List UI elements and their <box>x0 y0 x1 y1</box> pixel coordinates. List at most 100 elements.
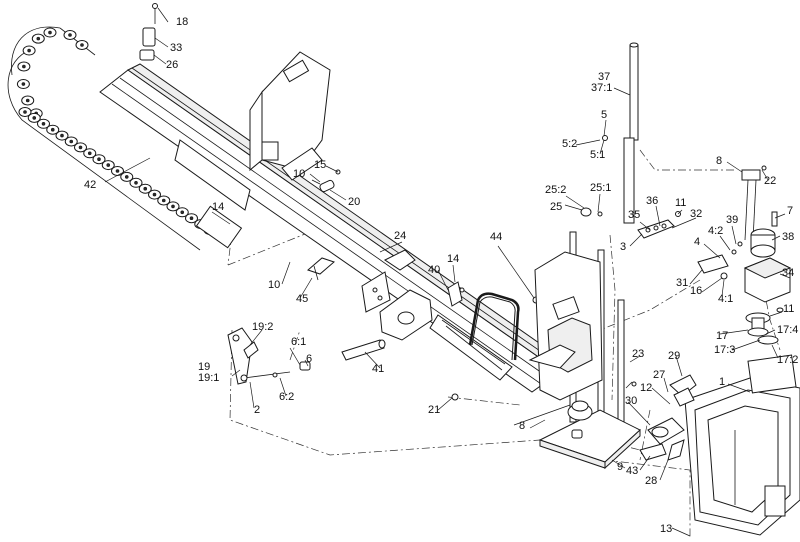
boom-rail <box>99 63 573 393</box>
leader-line <box>639 221 651 231</box>
callout-14-left: 14 <box>212 201 224 213</box>
callout-29: 29 <box>668 350 680 362</box>
vertical-tube <box>602 42 639 224</box>
leader-line <box>671 217 697 229</box>
chain-link-pin <box>60 133 64 138</box>
leader-line <box>249 329 263 346</box>
callout-23: 23 <box>632 348 644 360</box>
callout-1: 1 <box>719 376 725 388</box>
callout-17: 17 <box>716 330 728 342</box>
callout-18: 18 <box>176 16 188 28</box>
callout-5-1: 5:1 <box>590 149 605 161</box>
callout-30: 30 <box>625 395 637 407</box>
callout-7: 7 <box>787 205 793 217</box>
leader-line <box>497 245 535 299</box>
leader-line <box>663 377 669 393</box>
motor-assembly <box>743 211 792 303</box>
leader-line <box>154 37 169 48</box>
leader-line <box>249 381 255 409</box>
leader-line <box>765 329 776 335</box>
callout-21: 21 <box>428 404 440 416</box>
leader-line <box>281 261 291 285</box>
chain-link-pin <box>68 33 72 37</box>
callout-6-1: 6:1 <box>291 336 306 348</box>
leader-line <box>675 355 683 377</box>
leader-line <box>771 344 779 359</box>
chain-link-pin <box>134 181 138 185</box>
callout-38: 38 <box>782 231 794 243</box>
leader-line <box>104 157 151 183</box>
leader-line <box>437 269 449 291</box>
callout-12: 12 <box>640 382 652 394</box>
chain-link-pin <box>189 216 194 220</box>
leader-line <box>299 277 313 299</box>
bracket-31 <box>697 241 743 280</box>
leader-line <box>689 269 703 285</box>
callout-42: 42 <box>84 179 96 191</box>
leader-line <box>651 387 671 405</box>
callout-10-upper: 10 <box>293 168 305 180</box>
leader-line <box>701 277 723 293</box>
callout-6-2: 6:2 <box>279 391 294 403</box>
leader-line <box>677 209 683 215</box>
callout-45: 45 <box>296 293 308 305</box>
chain-link-pin <box>143 186 148 191</box>
callout-11-lower: 11 <box>783 303 794 315</box>
leader-line <box>231 369 241 377</box>
chain-link-pin <box>22 64 26 69</box>
chain-link-pin <box>115 169 120 173</box>
lever-assembly <box>227 327 311 385</box>
leader-line <box>597 193 601 213</box>
leader-lines <box>104 7 791 537</box>
chain-link-pin <box>50 127 55 132</box>
leader-line <box>325 165 339 173</box>
frame-cover <box>684 354 800 536</box>
callout-25-2: 25:2 <box>545 184 566 196</box>
callout-2: 2 <box>254 404 260 416</box>
leader-line <box>364 351 381 369</box>
callout-16: 16 <box>690 285 702 297</box>
leader-line <box>625 381 633 389</box>
chain-link-pin <box>80 43 84 47</box>
leader-line <box>719 235 731 251</box>
callout-39: 39 <box>726 214 738 226</box>
mast-assembly <box>528 231 625 431</box>
leader-line <box>779 273 791 279</box>
rod <box>341 339 386 361</box>
callout-34: 34 <box>782 267 794 279</box>
leader-line <box>613 87 631 96</box>
leader-line <box>599 139 605 155</box>
callout-4: 4 <box>694 236 700 248</box>
callout-32: 32 <box>690 208 702 220</box>
leader-line <box>721 279 725 297</box>
bracket-8 <box>741 165 767 241</box>
chain-link-pin <box>27 48 31 53</box>
clamp-assembly <box>637 211 681 239</box>
valve-parts <box>631 374 697 461</box>
callout-4-2: 4:2 <box>708 225 723 237</box>
callout-41: 41 <box>372 363 384 375</box>
fittings-25 <box>580 207 603 217</box>
leader-line <box>627 401 651 426</box>
callout-6: 6 <box>306 353 312 365</box>
callout-19-2: 19:2 <box>252 321 273 333</box>
chain-link-pin <box>97 157 101 161</box>
leader-line <box>603 119 607 137</box>
chain-link-pin <box>41 122 46 126</box>
leader-line <box>153 54 167 65</box>
chain-link-pin <box>87 151 92 156</box>
chain-link-pin <box>161 198 166 203</box>
chain-link-pin <box>23 110 27 114</box>
callout-33: 33 <box>170 42 182 54</box>
carriage-block <box>361 249 433 341</box>
leader-line <box>655 205 661 227</box>
callout-24: 24 <box>394 230 406 242</box>
callout-5-2: 5:2 <box>562 138 577 150</box>
callout-9: 9 <box>617 461 623 473</box>
leader-line <box>629 355 641 363</box>
chain-link-pin <box>25 98 30 103</box>
leader-line <box>289 347 301 366</box>
leader-line <box>629 233 643 247</box>
